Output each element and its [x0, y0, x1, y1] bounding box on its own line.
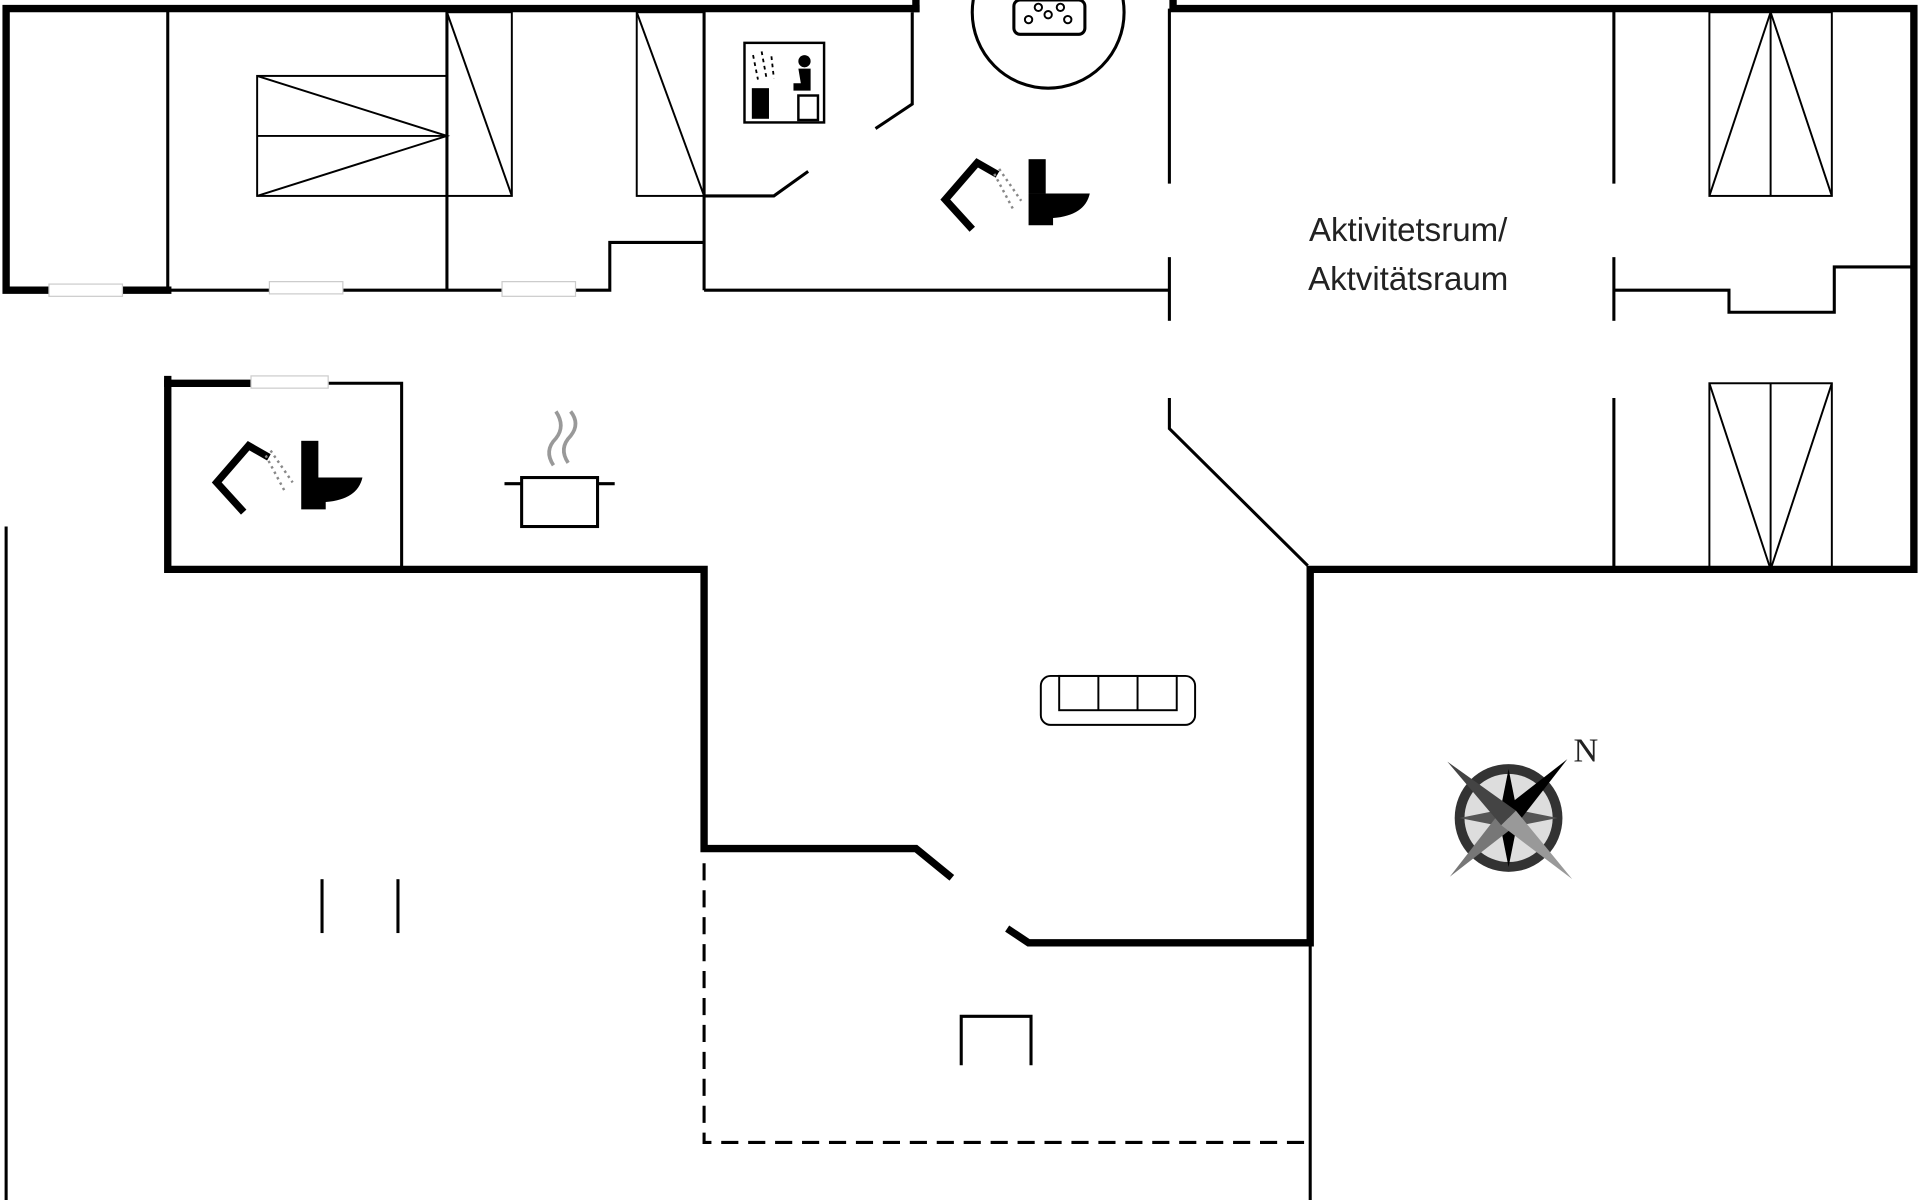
sauna-icon: [743, 41, 826, 124]
compass-north-label: N: [1573, 732, 1598, 770]
shower-icon: [940, 158, 1023, 232]
wardrobes: [445, 9, 1833, 573]
windows: [48, 281, 577, 389]
shower-icon: [211, 441, 294, 515]
compass-icon: N: [1447, 732, 1598, 880]
whirlpool-icon: [970, 0, 1126, 90]
room-label-line1: Aktivitetsrum/: [1309, 212, 1508, 249]
cooking-pot-icon: [504, 410, 615, 529]
staircase: [256, 74, 451, 197]
toilet-icon: [301, 440, 363, 510]
exterior-walls: [2, 0, 1918, 947]
activity-room-label: Aktivitetsrum/ Aktvitätsraum: [1308, 212, 1508, 298]
sofa-icon: [1039, 674, 1197, 726]
interior-walls: [4, 8, 1914, 1200]
toilet-icon: [1028, 159, 1090, 226]
room-label-line2: Aktvitätsraum: [1308, 261, 1508, 298]
